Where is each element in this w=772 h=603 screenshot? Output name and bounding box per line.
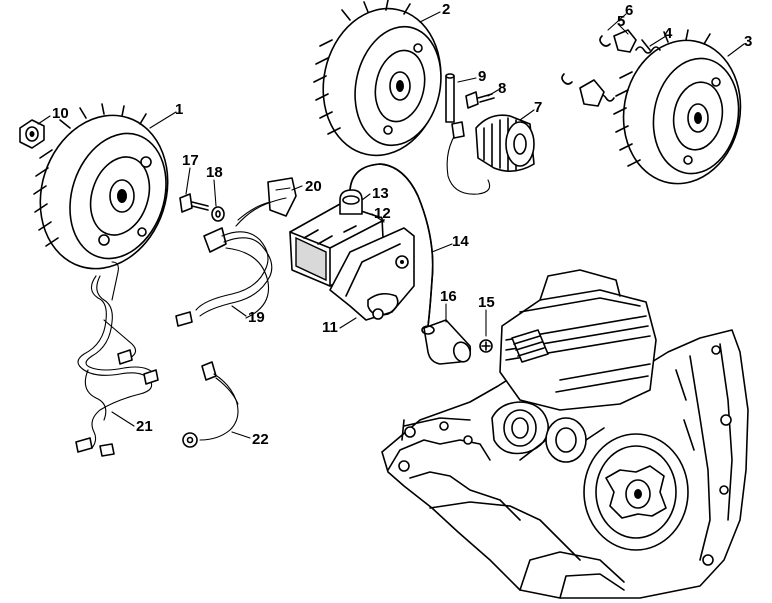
part-22-ground-wire [182,361,239,448]
callout-9: 9 [478,68,486,85]
part-13-boot [339,189,363,215]
part-19-wiring-harness [175,197,287,327]
engine-crankcase-assembly [381,269,749,599]
callout-8: 8 [498,80,506,97]
callout-14: 14 [452,233,469,250]
callout-5: 5 [617,13,625,30]
callout-20: 20 [305,178,322,195]
part-2-flywheel [313,0,442,157]
callout-21: 21 [136,418,153,435]
part-21-wire-assembly [75,261,159,457]
callout-labels: 1 2 3 4 5 6 7 8 9 10 11 12 13 14 15 16 1… [52,1,752,448]
callout-16: 16 [440,288,457,305]
callout-7: 7 [534,99,542,116]
callout-22: 22 [252,431,269,448]
part-6-clip [561,35,611,85]
callout-6: 6 [625,2,633,19]
part-8-screw [465,91,495,109]
callout-15: 15 [478,294,495,311]
callout-1: 1 [175,101,183,118]
callout-18: 18 [206,164,223,181]
part-15-screw [479,339,493,353]
part-3-flywheel [613,29,742,185]
callout-11: 11 [322,319,338,336]
part-11-bracket [329,227,415,321]
callout-2: 2 [442,1,450,18]
part-7-trigger-module [446,114,535,195]
callout-19: 19 [248,309,265,326]
callout-4: 4 [664,25,673,42]
callout-10: 10 [52,105,69,122]
part-20-connector [267,177,297,217]
part-9-pin [445,73,455,123]
leader-lines [37,11,745,439]
part-14-ignition-lead [349,163,434,327]
part-17-screw [179,193,209,213]
part-18-washer [211,206,225,222]
part-1-flywheel [33,103,169,270]
callout-17: 17 [182,152,199,169]
callout-3: 3 [744,33,752,50]
callout-12: 12 [374,205,391,222]
part-10-nut [19,119,45,149]
part-5-pawl [579,29,637,107]
part-16-spark-plug-boot [421,319,472,365]
callout-13: 13 [372,185,389,202]
